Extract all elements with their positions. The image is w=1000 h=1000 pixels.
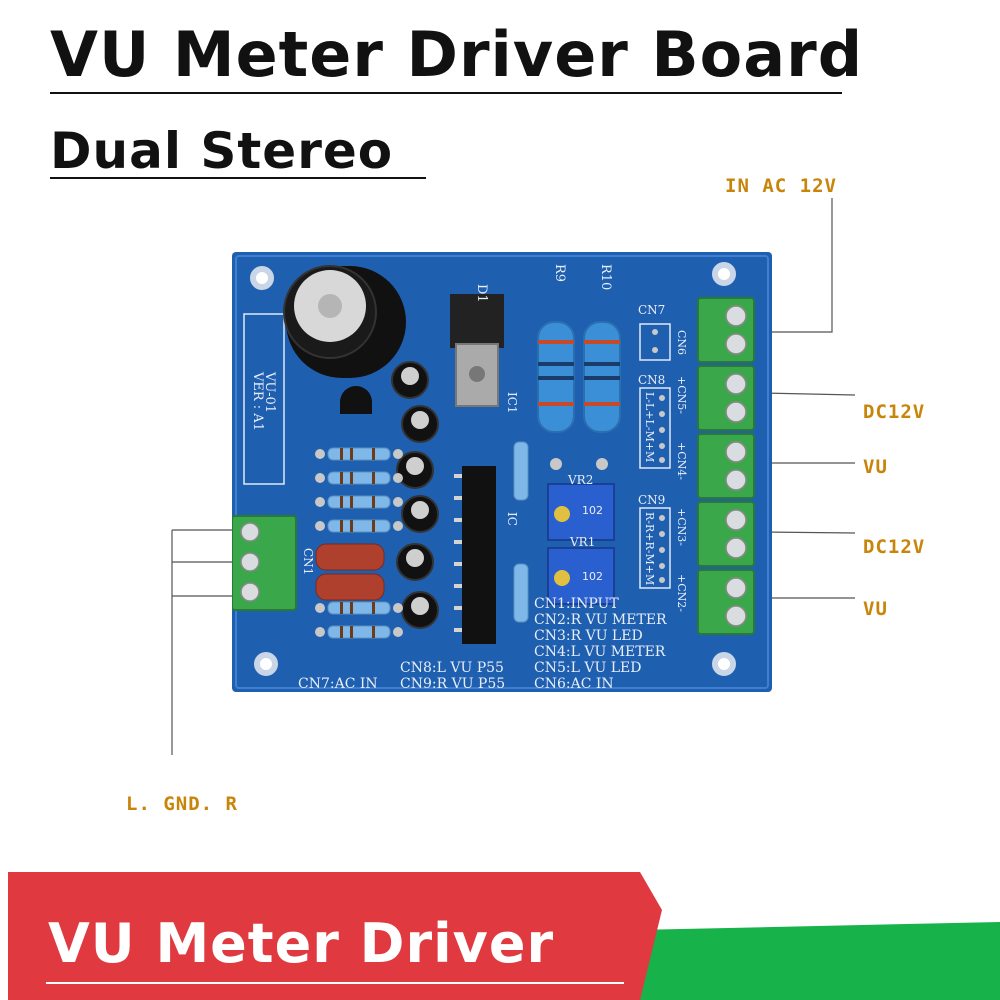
mounting-hole (712, 652, 736, 676)
mounting-hole (250, 266, 274, 290)
label-r10: R10 (598, 264, 613, 290)
banner-red-band (8, 872, 662, 1000)
legend-line: CN2:R VU METER (534, 612, 667, 628)
callout-vu-bottom: VU (863, 598, 888, 620)
terminal-block-right (697, 297, 755, 635)
trimmer-pot-vr1: 102 (547, 547, 615, 605)
resistor (513, 563, 529, 623)
page-title: VU Meter Driver Board (50, 18, 864, 91)
legend-line: CN6:AC IN (534, 676, 614, 692)
svg-text:102: 102 (582, 504, 603, 517)
resistors-r9-r10 (537, 321, 621, 470)
ic-chip (462, 466, 496, 644)
trimmer-pot-vr2: 102 (547, 483, 615, 541)
legend-line: CN9:R VU P55 (400, 676, 505, 692)
label-vr1: VR1 (569, 535, 595, 549)
legend-line: CN5:L VU LED (534, 660, 641, 676)
label-ic1: IC1 (505, 392, 519, 414)
label-cn2: +CN2- (675, 574, 688, 612)
regulator-d1 (450, 294, 504, 407)
callout-vu-top: VU (863, 456, 888, 478)
label-d1: D1 (474, 284, 489, 303)
mounting-hole (254, 652, 278, 676)
title-underline (50, 92, 842, 94)
svg-text:102: 102 (582, 570, 603, 583)
resistor-bank (315, 447, 403, 639)
label-cn3: +CN3- (675, 508, 688, 546)
callout-dc12v-bottom: DC12V (863, 536, 926, 558)
film-capacitor (315, 573, 385, 601)
label-r9: R9 (552, 264, 567, 282)
bottom-banner (8, 872, 1000, 1000)
callout-in-ac: IN AC 12V (725, 175, 837, 197)
board-version: VER : A1 (250, 371, 265, 431)
label-cn5: +CN5- (675, 376, 688, 414)
leader-line-dc12v-bottom (761, 531, 856, 534)
label-vr2: VR2 (567, 473, 593, 487)
label-cn9-pins: R-R+R-M+M (643, 512, 656, 585)
banner-title: VU Meter Driver (48, 912, 555, 975)
board-model: VU-01 (262, 371, 277, 413)
legend-cn7: CN7:AC IN (298, 676, 378, 692)
transistor (340, 386, 372, 414)
leader-line-dc12v-top (761, 392, 856, 396)
label-cn6: CN6 (675, 330, 688, 355)
subtitle-underline (50, 177, 426, 179)
electrolytic-capacitor-large (283, 265, 406, 378)
label-cn9: CN9 (638, 493, 665, 507)
resistor (513, 441, 529, 501)
legend-line: CN4:L VU METER (534, 644, 666, 660)
label-ic: IC (505, 512, 519, 526)
label-cn4: +CN4- (675, 442, 688, 480)
pcb-board: VU-01 VER : A1 (232, 252, 772, 692)
callout-dc12v-top: DC12V (863, 401, 926, 423)
mounting-hole (712, 262, 736, 286)
page-subtitle: Dual Stereo (50, 122, 394, 180)
label-cn1: CN1 (301, 548, 315, 575)
leader-line-ac (762, 198, 833, 333)
banner-underline (46, 982, 624, 984)
legend-line: CN8:L VU P55 (400, 660, 504, 676)
legend-line: CN1:INPUT (534, 596, 619, 612)
label-cn8-pins: L-L+L-M+M (643, 392, 656, 462)
terminal-block-cn1 (232, 515, 297, 611)
legend-line: CN3:R VU LED (534, 628, 643, 644)
label-cn7: CN7 (638, 303, 665, 317)
film-capacitor (315, 543, 385, 571)
banner-green-band (635, 922, 1000, 1000)
label-cn8: CN8 (638, 373, 665, 387)
callout-input: L. GND. R (126, 793, 238, 815)
